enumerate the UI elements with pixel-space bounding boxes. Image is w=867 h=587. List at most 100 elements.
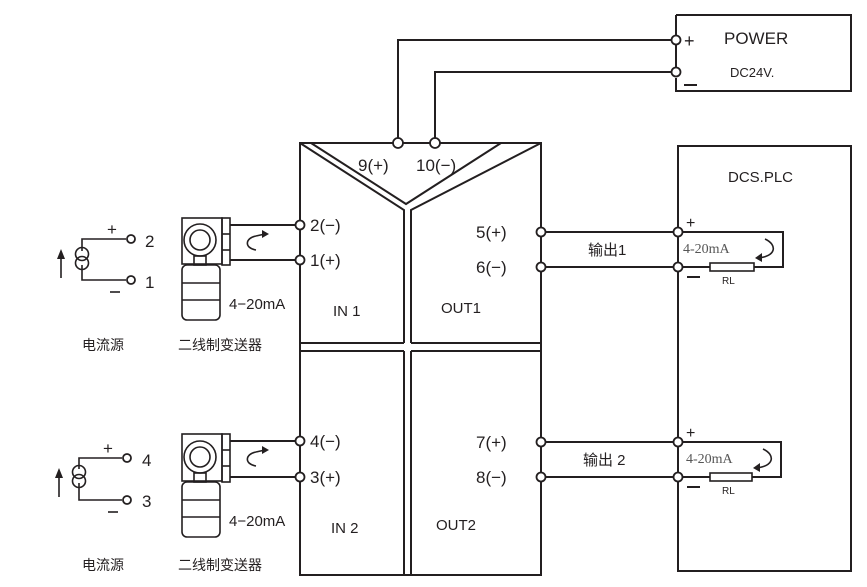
transmitter-1-body [181, 264, 221, 321]
terminal-label-9: 9(+) [358, 156, 389, 175]
terminal-3 [294, 471, 306, 483]
output-1-plus: + [686, 215, 695, 232]
transmitter-2-body [181, 481, 221, 538]
terminal-label-7: 7(+) [476, 433, 507, 452]
terminal-power-plus [670, 34, 682, 46]
load-resistor-2 [709, 472, 753, 482]
terminal-label-4: 4(−) [310, 432, 341, 451]
source-1-terminal-1-label: 1 [145, 273, 154, 292]
transmitter-1-terminal-block [221, 217, 231, 266]
transmitter-2-name: 二线制变送器 [178, 557, 262, 573]
label-in1: IN 1 [333, 303, 361, 320]
source-1-terminal-2 [126, 234, 136, 244]
source-2-terminal-3 [122, 495, 132, 505]
source-2-wire-minus [78, 483, 122, 501]
module-outline [299, 142, 542, 576]
terminal-label-2: 2(−) [310, 216, 341, 235]
terminal-5 [535, 226, 547, 238]
terminal-6 [535, 261, 547, 273]
terminal-dcs-minus-1 [672, 261, 684, 273]
source-2-wire-plus [78, 457, 122, 469]
current-loop-arrow-in1-icon [246, 235, 257, 251]
transmitter-2-signal: 4−20mA [229, 513, 285, 530]
input-1-sources: + 2 1 电流源 4−20mA 二线制变送器 [57, 217, 306, 353]
transmitter-2-display-inner [189, 446, 211, 468]
terminal-label-3: 3(+) [310, 468, 341, 487]
current-arrowhead-in1-icon [262, 230, 269, 238]
power-voltage: DC24V. [730, 65, 774, 80]
dcs-box-outline [677, 145, 852, 572]
source-2-name: 电流源 [82, 557, 124, 573]
source-2-terminal-4 [122, 453, 132, 463]
output-2-load: RL [722, 486, 735, 497]
wire-power-minus [434, 71, 676, 143]
source-1-wire-minus [81, 265, 126, 281]
terminal-7 [535, 436, 547, 448]
transmitter-1-display-inner [189, 229, 211, 251]
input-2-sources: + 4 3 电流源 4−20mA 二线制变送器 [55, 433, 306, 573]
transmitter-1-signal: 4−20mA [229, 296, 285, 313]
label-out2: OUT2 [436, 517, 476, 534]
terminal-2 [294, 219, 306, 231]
terminal-label-1: 1(+) [310, 251, 341, 270]
current-source-1-icon-top [74, 246, 90, 262]
dcs-plc: DCS.PLC [677, 145, 852, 572]
terminal-1 [294, 254, 306, 266]
power-supply: POWER DC24V. + [675, 14, 852, 92]
current-arrowhead-out2-icon [753, 463, 760, 472]
current-arrowhead-in2-icon [262, 446, 269, 454]
source-1-wire-plus [81, 238, 126, 251]
transmitter-2-display-icon [183, 440, 217, 474]
arrow-up-icon [57, 249, 65, 259]
current-source-2-icon-bottom [71, 473, 87, 489]
terminal-dcs-minus-2 [672, 471, 684, 483]
module-y-left-outer [299, 142, 405, 343]
terminal-label-5: 5(+) [476, 223, 507, 242]
terminal-8 [535, 471, 547, 483]
load-resistor-1 [709, 262, 755, 272]
terminal-10 [429, 137, 441, 149]
wire-out1-loop [678, 231, 784, 268]
module-y-inner [310, 142, 502, 206]
output-2-plus: + [686, 425, 695, 442]
terminal-dcs-plus-2 [672, 436, 684, 448]
current-loop-arrow-in2-icon [246, 451, 257, 467]
isolator-module: 9(+) 10(−) IN 1 OUT1 IN 2 OUT2 2(−) 1(+)… [299, 142, 542, 576]
current-arrowhead-out1-icon [755, 253, 762, 262]
source-1-plus: + [107, 220, 117, 239]
output-2-label: 输出 2 [583, 452, 626, 469]
source-1-terminal-2-label: 2 [145, 232, 154, 251]
terminal-4 [294, 435, 306, 447]
wire-out2-loop [678, 441, 782, 478]
output-2-signal: 4-20mA [686, 452, 734, 467]
output-1-signal: 4-20mA [683, 242, 731, 257]
terminal-dcs-plus-1 [672, 226, 684, 238]
output-2-loop: 输出 2 4-20mA RL + [535, 425, 782, 497]
source-2-plus: + [103, 439, 113, 458]
transmitter-1-name: 二线制变送器 [178, 337, 262, 353]
arrow-up-icon [55, 468, 63, 478]
power-title: POWER [724, 29, 788, 48]
module-y-right-outer [410, 142, 542, 343]
source-1-terminal-1 [126, 275, 136, 285]
label-out1: OUT1 [441, 300, 481, 317]
dcs-title: DCS.PLC [728, 169, 793, 186]
current-source-1-icon-bottom [74, 255, 90, 271]
terminal-power-minus [670, 66, 682, 78]
source-2-terminal-3-label: 3 [142, 492, 151, 511]
terminal-label-6: 6(−) [476, 258, 507, 277]
power-box-outline [675, 14, 852, 92]
output-1-loop: 输出1 4-20mA RL + [535, 215, 784, 287]
current-source-2-icon-top [71, 464, 87, 480]
terminal-label-8: 8(−) [476, 468, 507, 487]
wire-power-plus [397, 39, 676, 143]
output-1-label: 输出1 [588, 242, 626, 259]
terminal-label-10: 10(−) [416, 156, 456, 175]
source-1-name: 电流源 [82, 337, 124, 353]
transmitter-1-display-icon [183, 223, 217, 257]
label-in2: IN 2 [331, 520, 359, 537]
transmitter-2-terminal-block [221, 433, 231, 483]
output-1-load: RL [722, 276, 735, 287]
terminal-9 [392, 137, 404, 149]
